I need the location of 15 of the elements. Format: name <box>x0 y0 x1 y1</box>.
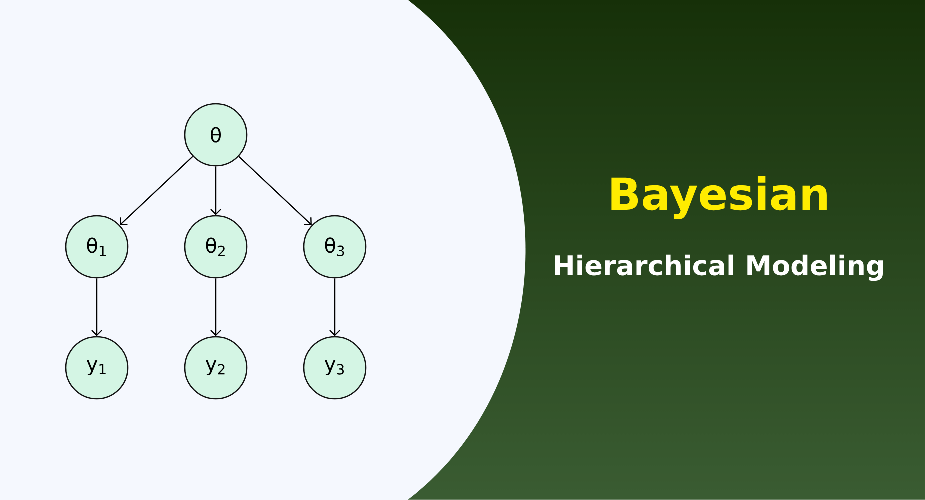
arrow <box>120 156 194 226</box>
title: Bayesian <box>612 176 827 220</box>
arrow <box>330 278 340 336</box>
circle-node: y$_{1}$ <box>65 336 129 400</box>
arrow <box>92 278 102 336</box>
circle-node: θ$_{2}$ <box>184 215 248 279</box>
arrow <box>238 156 312 226</box>
subtitle: Hierarchical Modeling <box>555 254 884 282</box>
circle-node: y$_{3}$ <box>303 336 367 400</box>
circle-node: θ$_{3}$ <box>303 215 367 279</box>
arrow <box>210 278 222 336</box>
circle-node: θ <box>184 103 248 167</box>
arrow <box>210 166 222 216</box>
circle-node: θ$_{1}$ <box>65 215 129 279</box>
circle-node: y$_{2}$ <box>184 336 248 400</box>
